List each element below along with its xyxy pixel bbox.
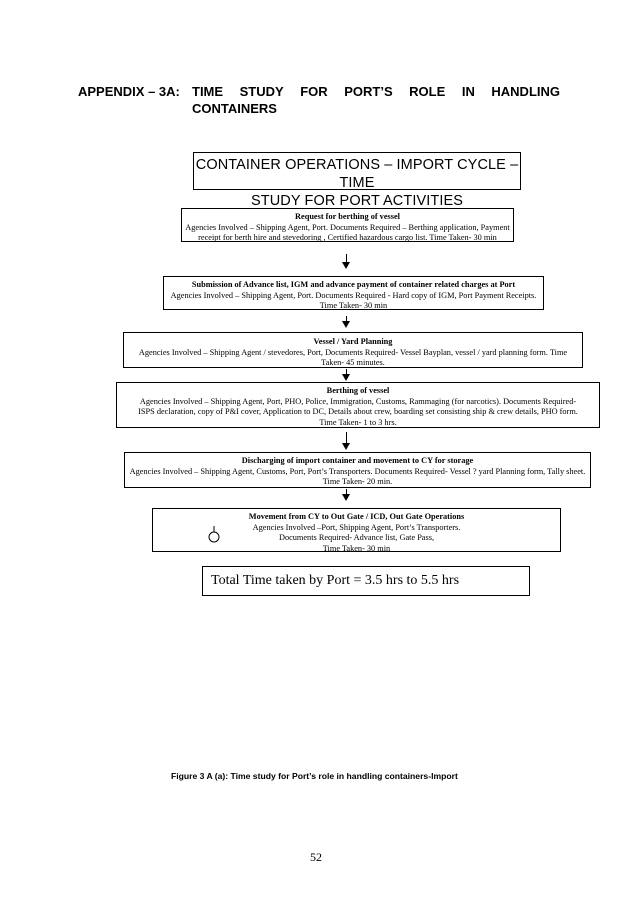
step-box-berthing-vessel: Berthing of vessel Agencies Involved – S… (116, 382, 600, 428)
step-line: Agencies Involved – Shipping Agent, Port… (185, 222, 510, 232)
step-box-vessel-yard-planning: Vessel / Yard Planning Agencies Involved… (123, 332, 583, 368)
terminator-symbol-icon (208, 526, 220, 543)
diagram-title-line2: STUDY FOR PORT ACTIVITIES (251, 193, 463, 209)
step-line: Time Taken- 30 min (319, 301, 388, 310)
appendix-label: APPENDIX – 3A: (78, 84, 180, 99)
appendix-title-word: TIME (192, 84, 224, 99)
step-heading: Discharging of import container and move… (241, 456, 474, 465)
appendix-title-line2: CONTAINERS (192, 101, 277, 116)
page-number: 52 (310, 850, 322, 864)
step-box-discharging: Discharging of import container and move… (124, 452, 591, 488)
appendix-title-word: HANDLING (491, 84, 560, 99)
step-box-request-berthing: Request for berthing of vessel Agencies … (181, 208, 514, 242)
step-line: Time Taken- 30 min (322, 543, 391, 553)
appendix-title-word: ROLE (409, 84, 446, 99)
total-time-box: Total Time taken by Port = 3.5 hrs to 5.… (202, 566, 530, 596)
step-line: Agencies Involved – Shipping Agent, Port… (170, 290, 537, 300)
step-line: Agencies Involved – Shipping Agent, Cust… (129, 466, 586, 476)
appendix-title-line1: TIME STUDY FOR PORT’S ROLE IN HANDLING (192, 84, 560, 99)
step-box-advance-list: Submission of Advance list, IGM and adva… (163, 276, 544, 310)
step-line: Agencies Involved –Port, Shipping Agent,… (252, 522, 461, 532)
step-line: Documents Required- Advance list, Gate P… (278, 533, 435, 542)
step-line: receipt for berth hire and stevedoring ,… (198, 233, 497, 242)
step-line: Time Taken- 20 min. (322, 477, 393, 486)
diagram-title-line1: CONTAINER OPERATIONS – IMPORT CYCLE – TI… (195, 157, 519, 191)
appendix-title-word: PORT’S (344, 84, 393, 99)
total-time-text: Total Time taken by Port = 3.5 hrs to 5.… (211, 573, 460, 588)
appendix-title-word: STUDY (239, 84, 284, 99)
step-line: Taken- 45 minutes. (321, 358, 385, 367)
appendix-title-word: IN (461, 84, 475, 99)
step-box-out-gate: Movement from CY to Out Gate / ICD, Out … (152, 508, 561, 553)
step-line: ISPS declaration, copy of P&I cover, App… (138, 407, 578, 416)
appendix-title-word: FOR (300, 84, 328, 99)
step-line: Agencies Involved – Shipping Agent, Port… (139, 396, 577, 406)
diagram-title-box: CONTAINER OPERATIONS – IMPORT CYCLE – TI… (193, 152, 521, 209)
step-heading: Vessel / Yard Planning (313, 337, 393, 346)
step-heading: Request for berthing of vessel (295, 212, 400, 221)
step-heading: Movement from CY to Out Gate / ICD, Out … (248, 512, 465, 521)
step-line: Time Taken- 1 to 3 hrs. (319, 417, 397, 427)
step-line: Agencies Involved – Shipping Agent / ste… (138, 347, 568, 357)
step-heading: Berthing of vessel (326, 386, 390, 395)
figure-caption: Figure 3 A (a): Time study for Port’s ro… (171, 771, 458, 781)
step-heading: Submission of Advance list, IGM and adva… (191, 280, 516, 289)
